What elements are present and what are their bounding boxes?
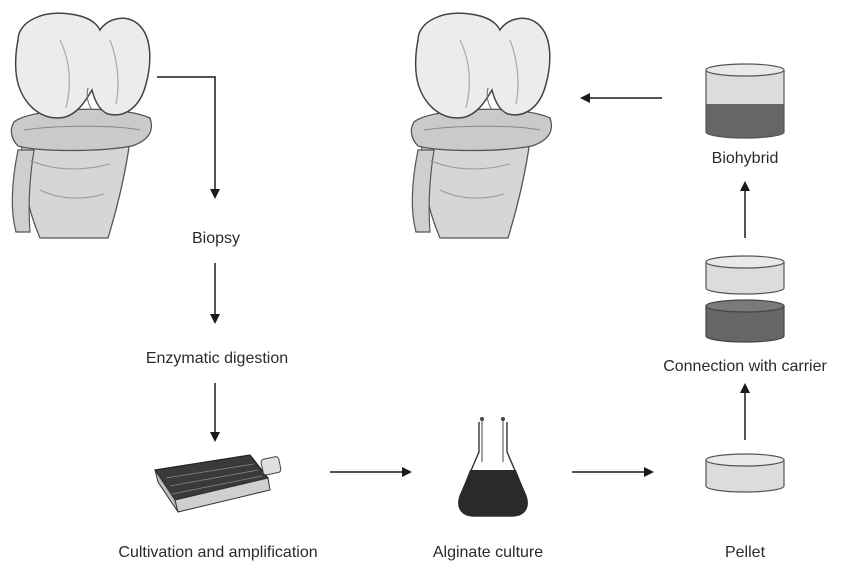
label-biohybrid: Biohybrid bbox=[712, 150, 779, 167]
biohybrid-cylinder-icon bbox=[706, 64, 784, 138]
knee-joint-after-icon bbox=[411, 13, 551, 238]
carrier-disk-icon bbox=[706, 256, 784, 342]
knee-joint-icon bbox=[11, 13, 151, 238]
label-pellet: Pellet bbox=[725, 544, 766, 561]
label-enzymatic-digestion: Enzymatic digestion bbox=[146, 350, 288, 367]
label-alginate-culture: Alginate culture bbox=[433, 544, 543, 561]
culture-flask-icon bbox=[155, 455, 281, 512]
pellet-disk-icon bbox=[706, 454, 784, 492]
label-connection-with-carrier: Connection with carrier bbox=[663, 358, 827, 375]
erlenmeyer-flask-icon bbox=[459, 417, 527, 516]
label-cultivation: Cultivation and amplification bbox=[118, 544, 317, 561]
arrow-knee-to-biopsy bbox=[157, 77, 215, 197]
label-biopsy: Biopsy bbox=[192, 230, 240, 247]
